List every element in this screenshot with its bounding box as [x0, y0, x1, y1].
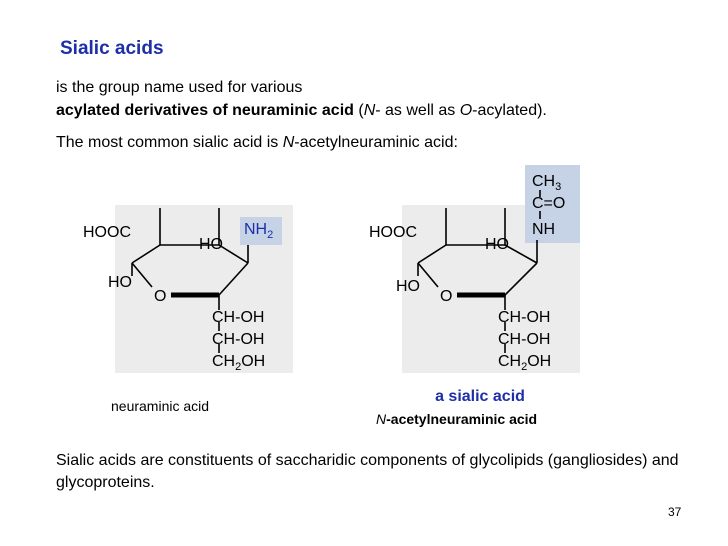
italic-n: N	[282, 134, 295, 151]
slide-title: Sialic acids	[60, 38, 164, 59]
italic-n: N	[363, 102, 376, 119]
ch2oh-label: CH2OH	[498, 353, 551, 373]
footer-text: Sialic acids are constituents of sacchar…	[56, 452, 679, 491]
choh-2-label: CH-OH	[498, 331, 550, 348]
page-number: 37	[668, 505, 682, 519]
hooc-label: HOOC	[83, 224, 131, 241]
n-acetylneuraminic-acid-structure: CH3 C=O NH HOOC HO HO O CH-OH CH-OH CH2O…	[369, 165, 580, 373]
text-fragment: The most common sialic acid is	[56, 134, 283, 151]
choh-2-label: CH-OH	[212, 331, 264, 348]
carbonyl-label: C=O	[532, 195, 565, 212]
acetylneuraminic-acid-caption: N-acetylneuraminic acid	[376, 411, 537, 427]
sialic-acid-caption: a sialic acid	[435, 388, 525, 405]
neuraminic-acid-structure: HOOC HO NH2 HO O CH-OH CH-OH CH2OH	[83, 205, 293, 373]
intro-line-1: is the group name used for various	[56, 79, 303, 96]
hooc-label: HOOC	[369, 224, 417, 241]
intro-line-3: The most common sialic acid is N-acetyln…	[56, 134, 458, 152]
acetyl-highlight	[525, 165, 580, 243]
ho-top-label: HO	[485, 236, 509, 253]
ch2oh-label: CH2OH	[212, 353, 265, 373]
bold-phrase: acylated derivatives of neuraminic acid	[56, 102, 354, 119]
text-fragment: (	[353, 102, 364, 119]
italic-o: O	[459, 102, 473, 119]
text-fragment: - as well as	[375, 102, 460, 119]
caption-rest: -acetylneuraminic acid	[386, 411, 538, 427]
italic-n: N	[376, 411, 387, 427]
choh-1-label: CH-OH	[212, 309, 264, 326]
ch3-label: CH3	[532, 173, 561, 193]
ho-bottom-label: HO	[108, 274, 132, 291]
nh2-label: NH2	[244, 221, 273, 241]
nh2-highlight	[240, 217, 282, 245]
ring-oxygen-label: O	[154, 288, 166, 305]
text-fragment: -acetylneuraminic acid:	[294, 134, 458, 151]
intro-line-2: acylated derivatives of neuraminic acid …	[56, 102, 547, 120]
neuraminic-acid-caption: neuraminic acid	[111, 398, 210, 414]
ho-top-label: HO	[199, 236, 223, 253]
nh-label: NH	[532, 221, 555, 238]
choh-1-label: CH-OH	[498, 309, 550, 326]
text-fragment: -acylated).	[472, 102, 547, 119]
ho-bottom-label: HO	[396, 278, 420, 295]
ring-oxygen-label: O	[440, 288, 452, 305]
